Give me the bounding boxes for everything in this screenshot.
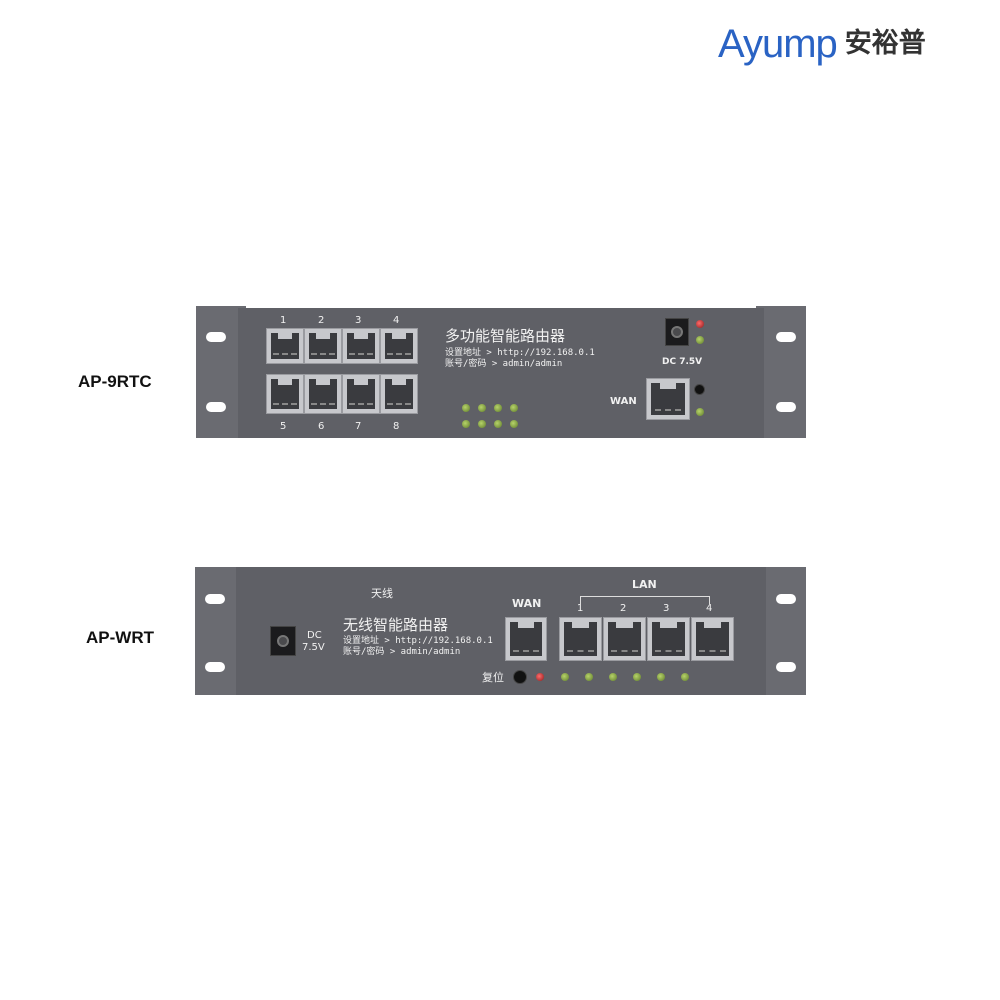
- status-led: [657, 673, 665, 681]
- wan-port[interactable]: [505, 617, 547, 661]
- status-led: [585, 673, 593, 681]
- mount-hole: [205, 662, 225, 672]
- port-label: 6: [318, 421, 325, 432]
- wan-led: [696, 408, 704, 416]
- dc-label-line2: 7.5V: [302, 642, 325, 653]
- mount-hole: [776, 332, 796, 342]
- status-led: [462, 404, 470, 412]
- lan-port-4[interactable]: [691, 617, 734, 661]
- status-led: [561, 673, 569, 681]
- power-led: [536, 673, 544, 681]
- brand-name-en: Ayump: [718, 22, 838, 66]
- credentials: 账号/密码 > admin/admin: [445, 359, 563, 369]
- lan-port-label: 3: [663, 603, 670, 614]
- ethernet-port-1[interactable]: [266, 328, 304, 364]
- ethernet-port-8[interactable]: [380, 374, 418, 414]
- model-label-ap-9rtc: AP-9RTC: [78, 372, 152, 391]
- port-label: 7: [355, 421, 362, 432]
- dc-power-jack[interactable]: [665, 318, 689, 346]
- lan-port-label: 4: [706, 603, 713, 614]
- mount-ear-right: [756, 306, 806, 438]
- dc-label-line1: DC: [307, 630, 322, 641]
- port-label: 2: [318, 315, 325, 326]
- wan-port[interactable]: [646, 378, 690, 420]
- port-label: 4: [393, 315, 400, 326]
- wan-label: WAN: [512, 597, 542, 610]
- lan-port-3[interactable]: [647, 617, 690, 661]
- mount-hole: [206, 332, 226, 342]
- dc-power-jack[interactable]: [270, 626, 296, 656]
- lan-port-2[interactable]: [603, 617, 646, 661]
- port-label: 3: [355, 315, 362, 326]
- mount-hole: [776, 594, 796, 604]
- credentials: 账号/密码 > admin/admin: [343, 647, 461, 657]
- brand-logo: Ayump 安裕普: [718, 22, 926, 66]
- ethernet-port-5[interactable]: [266, 374, 304, 414]
- status-led: [494, 420, 502, 428]
- lan-port-1[interactable]: [559, 617, 602, 661]
- status-led: [510, 420, 518, 428]
- device-title: 多功能智能路由器: [445, 327, 566, 345]
- mount-hole: [206, 402, 226, 412]
- ethernet-port-3[interactable]: [342, 328, 380, 364]
- mount-ear-left: [196, 306, 246, 438]
- power-led: [696, 320, 704, 328]
- mount-hole: [776, 402, 796, 412]
- lan-bracket-tick: [580, 596, 581, 604]
- system-led: [696, 336, 704, 344]
- ethernet-port-2[interactable]: [304, 328, 342, 364]
- port-label: 1: [280, 315, 287, 326]
- reset-button[interactable]: [513, 670, 527, 684]
- ethernet-port-4[interactable]: [380, 328, 418, 364]
- brand-name-cn: 安裕普: [844, 28, 926, 59]
- status-led: [478, 404, 486, 412]
- reset-label: 复位: [482, 671, 504, 684]
- dc-label: DC 7.5V: [662, 357, 703, 367]
- status-led: [510, 404, 518, 412]
- setup-address: 设置地址 > http://192.168.0.1: [445, 348, 595, 358]
- status-led: [478, 420, 486, 428]
- lan-bracket: [580, 596, 710, 597]
- status-led: [494, 404, 502, 412]
- ethernet-port-7[interactable]: [342, 374, 380, 414]
- wan-label: WAN: [610, 396, 637, 407]
- setup-address: 设置地址 > http://192.168.0.1: [343, 636, 493, 646]
- device-title: 无线智能路由器: [343, 616, 449, 634]
- model-label-ap-wrt: AP-WRT: [86, 628, 154, 647]
- ethernet-port-6[interactable]: [304, 374, 342, 414]
- lan-port-label: 2: [620, 603, 627, 614]
- status-led: [462, 420, 470, 428]
- lan-bracket-tick: [709, 596, 710, 604]
- mount-hole: [205, 594, 225, 604]
- lan-port-label: 1: [577, 603, 584, 614]
- port-label: 8: [393, 421, 400, 432]
- mount-hole: [776, 662, 796, 672]
- reset-button[interactable]: [694, 384, 705, 395]
- status-led: [633, 673, 641, 681]
- status-led: [681, 673, 689, 681]
- antenna-label: 天线: [371, 587, 393, 600]
- status-led: [609, 673, 617, 681]
- port-label: 5: [280, 421, 287, 432]
- lan-label: LAN: [632, 578, 657, 591]
